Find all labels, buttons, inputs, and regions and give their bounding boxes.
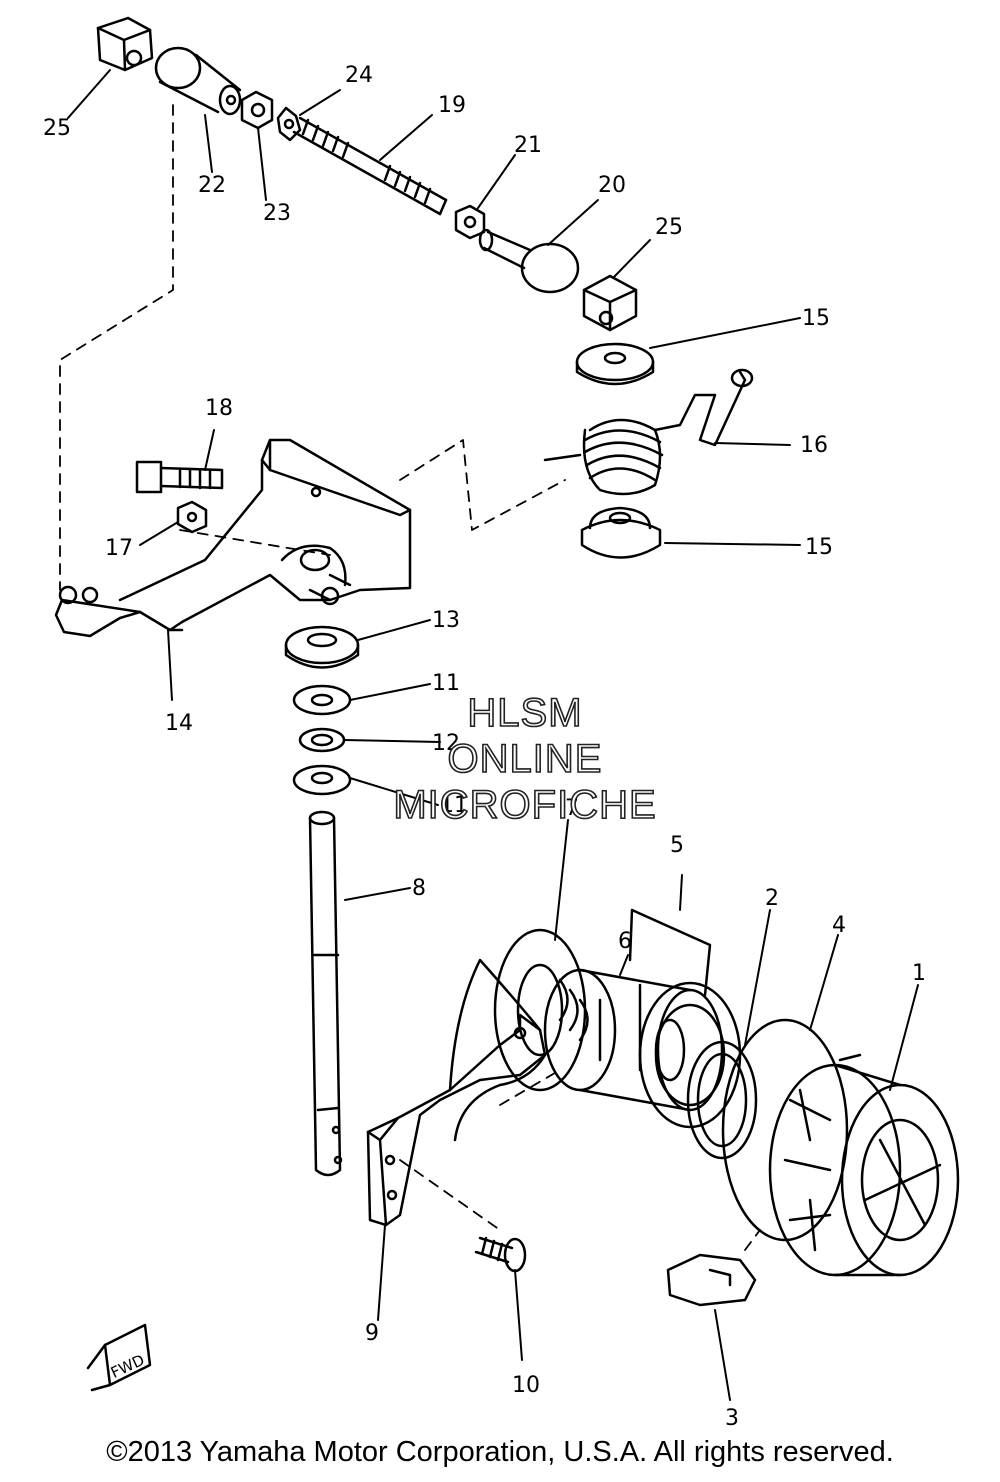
label-2: 2 <box>765 886 779 911</box>
label-13: 13 <box>432 608 460 633</box>
part-21-nut <box>454 204 486 240</box>
part-8-shaft <box>308 810 343 1177</box>
part-3-clip-plate <box>666 1253 757 1307</box>
part-2-o-ring <box>686 1040 758 1160</box>
part-23-nut <box>240 90 274 130</box>
label-19: 19 <box>438 93 466 118</box>
part-20-ball-joint <box>478 228 580 294</box>
label-7: 7 <box>565 796 579 821</box>
label-22: 22 <box>198 173 226 198</box>
fwd-direction-mark <box>86 1323 152 1392</box>
part-6-drum <box>543 968 724 1112</box>
part-15-upper-collar <box>575 342 655 386</box>
label-24: 24 <box>345 63 373 88</box>
watermark-line-1: HLSM <box>467 690 583 736</box>
leader-lines <box>67 69 919 1401</box>
part-10-screw <box>474 1236 527 1273</box>
label-11-upper: 11 <box>432 671 460 696</box>
label-5: 5 <box>670 833 684 858</box>
label-18: 18 <box>205 396 233 421</box>
label-6: 6 <box>618 929 632 954</box>
part-14-lever-bracket <box>54 438 412 638</box>
assembly-dashed-lines <box>59 104 761 1251</box>
label-10: 10 <box>512 1373 540 1398</box>
label-8: 8 <box>412 876 426 901</box>
part-1-cover <box>768 1063 960 1277</box>
part-12-clip <box>298 727 346 753</box>
part-15-lower-collar <box>580 506 662 559</box>
part-11-washer-upper <box>292 684 352 716</box>
part-25-upper-cap <box>96 16 154 72</box>
label-17: 17 <box>105 536 133 561</box>
label-4: 4 <box>832 913 846 938</box>
part-13-bushing <box>284 625 360 669</box>
watermark-line-2: ONLINE <box>447 736 603 782</box>
part-11-washer-lower <box>292 764 352 796</box>
part-5-plate <box>628 908 742 1129</box>
label-11-lower: 11 <box>440 793 468 818</box>
label-12: 12 <box>432 731 460 756</box>
label-25-top: 25 <box>43 116 71 141</box>
label-15-lower: 15 <box>805 535 833 560</box>
part-24-lock-washer <box>276 106 302 142</box>
part-7-gasket <box>493 928 587 1092</box>
part-25-lower-cap <box>582 274 638 332</box>
label-14: 14 <box>165 711 193 736</box>
label-21: 21 <box>514 133 542 158</box>
label-16: 16 <box>800 433 828 458</box>
part-19-threaded-rod <box>292 116 448 216</box>
part-labels: 25 24 19 21 20 25 22 23 15 16 18 17 15 1… <box>43 63 926 1431</box>
watermark-line-3: MICROFICHE <box>393 782 657 828</box>
label-15-upper: 15 <box>802 306 830 331</box>
label-25-lower: 25 <box>655 215 683 240</box>
part-22-ball-joint <box>154 46 242 116</box>
part-17-nut <box>176 500 208 534</box>
label-23: 23 <box>263 201 291 226</box>
part-16-spring <box>543 368 754 496</box>
part-4-spring-ring <box>721 1018 862 1242</box>
label-3: 3 <box>725 1406 739 1431</box>
copyright-notice: ©2013 Yamaha Motor Corporation, U.S.A. A… <box>106 1436 894 1468</box>
label-20: 20 <box>598 173 626 198</box>
label-9: 9 <box>365 1321 379 1346</box>
part-9-bracket <box>366 958 547 1227</box>
label-1: 1 <box>912 961 926 986</box>
part-18-bolt <box>135 460 224 494</box>
watermark: HLSM ONLINE MICROFICHE <box>360 690 690 828</box>
